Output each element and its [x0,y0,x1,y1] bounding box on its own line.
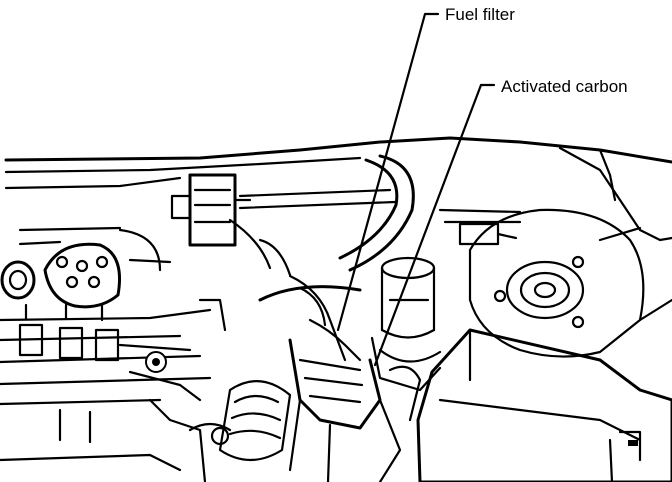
battery-box [416,328,672,482]
activated-carbon-callout: Activated carbon [373,77,628,367]
intake-boot [218,338,422,482]
fuel-filter-leader [336,12,440,332]
strut-tower [468,208,672,358]
activated-carbon-label: Activated carbon [501,77,628,96]
hoses-and-pipes [228,154,522,362]
fuel-filter-callout: Fuel filter [336,5,515,332]
chassis-outline [4,136,672,242]
ignition-coil [170,173,252,247]
distributor [0,226,172,309]
activated-carbon-leader [373,83,496,367]
fuel-filter-canister [370,256,442,392]
cylinder-head [0,298,232,482]
fuel-filter-label: Fuel filter [445,5,515,24]
